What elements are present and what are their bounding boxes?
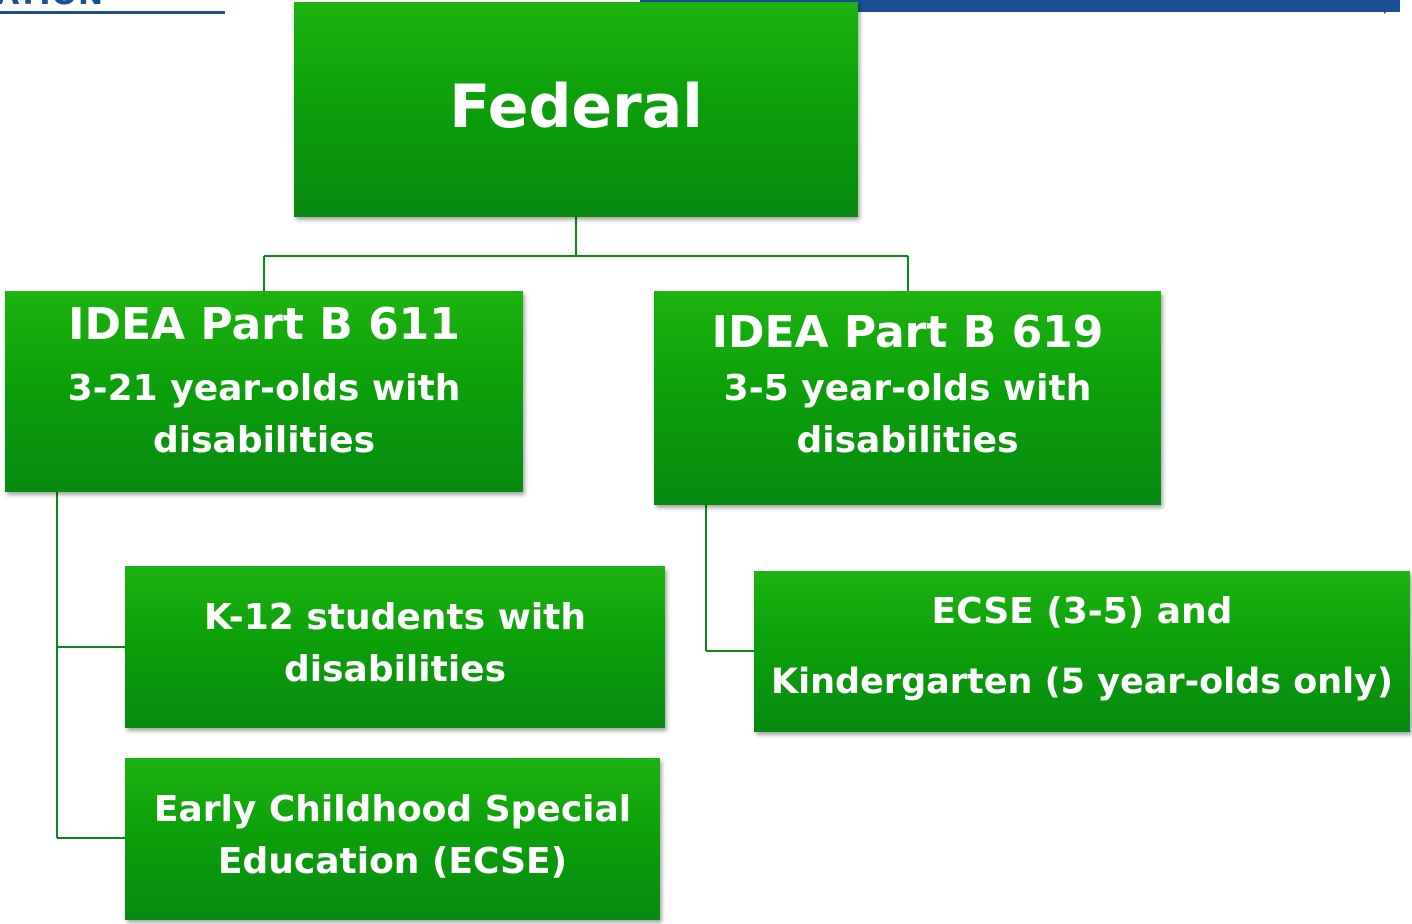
logo-tm: TM bbox=[143, 0, 157, 14]
federal-title: Federal bbox=[449, 71, 703, 142]
idea-part-b-611-box: IDEA Part B 611 3-21 year-olds with disa… bbox=[5, 291, 523, 492]
ecse-label: Early Childhood Special Education (ECSE) bbox=[153, 789, 632, 882]
idea-part-b-619-title: IDEA Part B 619 bbox=[711, 307, 1104, 358]
logo-text: ATION bbox=[0, 0, 104, 12]
idea-part-b-611-subtitle: 3-21 year-olds with disabilities bbox=[67, 368, 461, 461]
ecse-kindergarten-line2: Kindergarten (5 year-olds only) bbox=[771, 661, 1393, 702]
ecse-box: Early Childhood Special Education (ECSE) bbox=[125, 758, 660, 920]
k12-students-label: K-12 students with disabilities bbox=[203, 597, 587, 690]
ecse-kindergarten-box: ECSE (3-5) and Kindergarten (5 year-olds… bbox=[754, 571, 1410, 732]
header-bar-tip bbox=[1384, 0, 1400, 14]
k12-students-box: K-12 students with disabilities bbox=[125, 566, 665, 728]
federal-box: Federal bbox=[294, 2, 858, 217]
idea-part-b-619-box: IDEA Part B 619 3-5 year-olds with disab… bbox=[654, 291, 1161, 505]
logo-fragment: ATION TM bbox=[0, 0, 156, 12]
header-underline bbox=[0, 11, 225, 14]
ecse-kindergarten-line1: ECSE (3-5) and bbox=[931, 590, 1233, 632]
idea-part-b-611-title: IDEA Part B 611 bbox=[68, 299, 460, 350]
idea-part-b-619-subtitle: 3-5 year-olds with disabilities bbox=[723, 368, 1092, 461]
